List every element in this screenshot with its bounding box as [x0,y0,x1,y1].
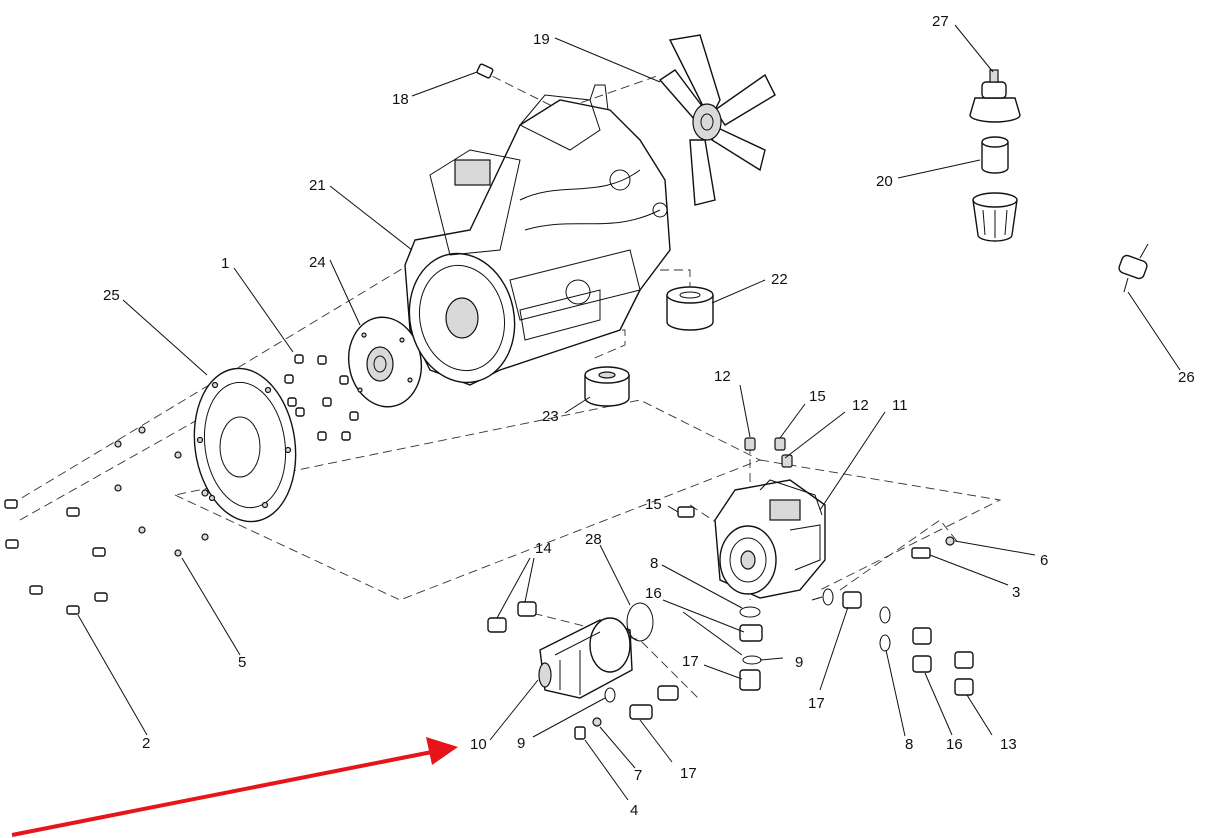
callout-25: 25 [103,287,120,304]
leader-lines [77,24,1181,801]
callout-14: 14 [535,540,552,557]
callout-5: 5 [238,654,246,671]
callout-24: 24 [309,254,326,271]
callout-4: 4 [630,802,638,819]
callout-20: 20 [876,173,893,190]
callout-17b: 17 [808,695,825,712]
callout-6: 6 [1040,552,1048,569]
callout-7: 7 [634,767,642,784]
callout-28: 28 [585,531,602,548]
callout-23: 23 [542,408,559,425]
fuel-level-sensor [1118,243,1149,293]
callout-17a: 17 [682,653,699,670]
callout-11: 11 [892,397,908,414]
callout-18: 18 [392,91,409,108]
flywheel-housing-plate [193,367,297,523]
callout-16a: 16 [645,585,662,602]
callout-2: 2 [142,735,150,752]
hydrostatic-pump [714,479,826,599]
flywheel-bolt-cluster [284,354,359,441]
diesel-engine-assembly [404,84,671,386]
callout-15b: 15 [645,496,662,513]
drive-coupling-plate [347,316,423,408]
callout-12a: 12 [714,368,731,385]
hydraulic-fittings [487,437,974,740]
callout-13: 13 [1000,736,1017,753]
callout-16b: 16 [946,736,963,753]
gear-pump [538,617,633,699]
fuel-filter [584,366,630,407]
callout-17c: 17 [680,765,697,782]
fuel-water-separator [969,69,1021,242]
o-ring-large [626,602,654,642]
cooling-fan [658,34,776,206]
temperature-sensor [476,63,494,79]
callout-12b: 12 [852,397,869,414]
callout-1: 1 [221,255,229,272]
red-highlight-arrow [11,737,458,837]
bolt-set [4,426,209,615]
oil-filter [666,286,714,331]
callout-27: 27 [932,13,949,30]
callout-labels: 1 2 3 4 5 6 7 8 8 9 9 10 11 12 12 13 14 … [103,13,1195,819]
callout-21: 21 [309,177,326,194]
callout-9a: 9 [517,735,525,752]
callout-9b: 9 [795,654,803,671]
callout-19: 19 [533,31,550,48]
callout-3: 3 [1012,584,1020,601]
callout-15a: 15 [809,388,826,405]
callout-8a: 8 [650,555,658,572]
callout-26: 26 [1178,369,1195,386]
callout-22: 22 [771,271,788,288]
callout-8b: 8 [905,736,913,753]
callout-10: 10 [470,736,487,753]
